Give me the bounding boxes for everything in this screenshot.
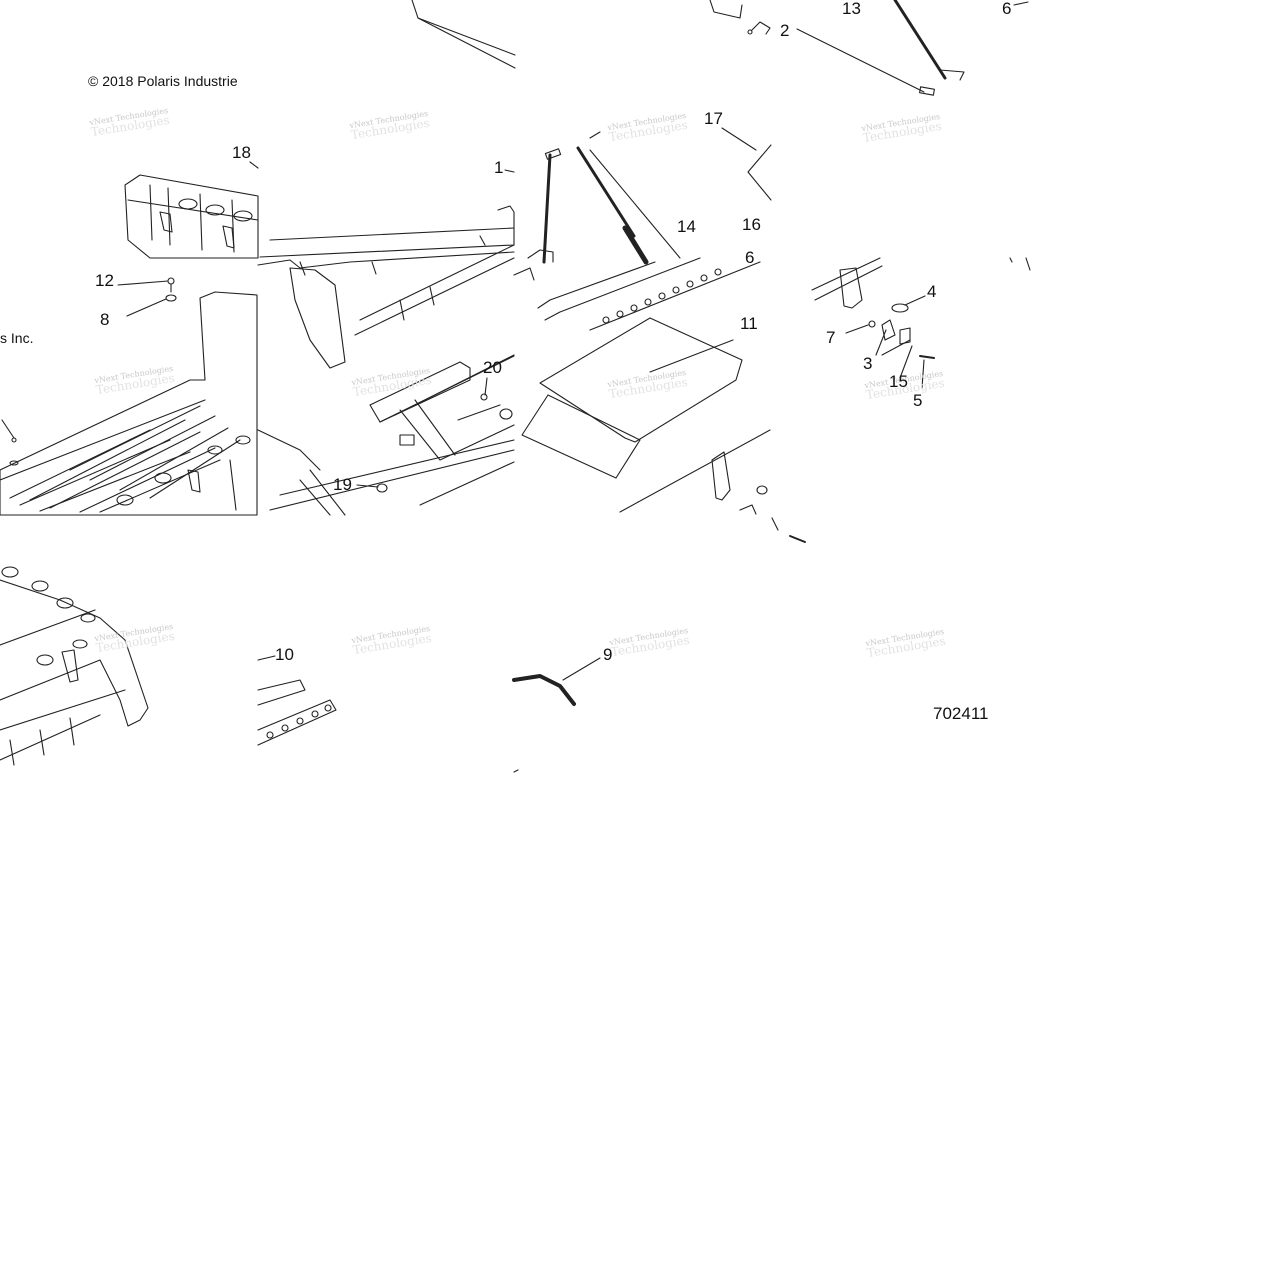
top-hinge-parts bbox=[709, 0, 1029, 96]
copyright-notice-fragment: s Inc. bbox=[0, 330, 34, 346]
callout-12: 12 bbox=[95, 271, 114, 290]
callout-18: 18 bbox=[232, 143, 251, 162]
cargo-box-floor-corner bbox=[257, 244, 515, 369]
bushing-3 bbox=[875, 319, 911, 356]
callout-15: 15 bbox=[889, 372, 908, 391]
hinge-bracket-right bbox=[811, 257, 1031, 309]
callout-20: 20 bbox=[483, 358, 502, 377]
frame-rails bbox=[257, 354, 515, 516]
handle-9 bbox=[512, 657, 601, 773]
cargo-box-side-rail bbox=[259, 169, 515, 258]
bracket-pin-left bbox=[527, 249, 554, 263]
nut-7 bbox=[845, 320, 876, 334]
callout-3: 3 bbox=[863, 354, 873, 373]
tailgate-corner-top bbox=[411, 0, 516, 69]
callout-17: 17 bbox=[704, 109, 723, 128]
drawing-number: 702411 bbox=[933, 704, 989, 723]
bed-liner bbox=[0, 291, 258, 516]
pin-4 bbox=[891, 295, 926, 313]
callout-16: 16 bbox=[742, 215, 761, 234]
hinge-mount-right bbox=[711, 451, 806, 543]
rail-bracket-10 bbox=[257, 655, 337, 746]
callout-13: 13 bbox=[842, 0, 861, 18]
callout-5: 5 bbox=[913, 391, 923, 410]
callout-9: 9 bbox=[603, 645, 613, 664]
fastener-12 bbox=[117, 277, 175, 293]
callout-8: 8 bbox=[100, 310, 110, 329]
callout-6-top: 6 bbox=[1002, 0, 1012, 18]
bumper-19 bbox=[356, 483, 388, 493]
callout-7: 7 bbox=[826, 328, 836, 347]
cargo-box-front-corner bbox=[0, 566, 149, 766]
callout-19: 19 bbox=[333, 475, 352, 494]
washer-8 bbox=[126, 294, 177, 317]
cargo-box-rear-wall bbox=[124, 174, 259, 259]
callout-2: 2 bbox=[780, 21, 790, 40]
bolt-left-edge bbox=[1, 419, 19, 466]
callout-14: 14 bbox=[677, 217, 696, 236]
gas-strut-14 bbox=[542, 131, 681, 265]
leader-18 bbox=[249, 161, 259, 169]
fastener-20 bbox=[480, 377, 488, 401]
callout-11: 11 bbox=[740, 314, 758, 333]
bolt-5-15 bbox=[899, 345, 935, 389]
callout-4: 4 bbox=[927, 282, 937, 301]
floor-panel-lower bbox=[513, 257, 771, 513]
callout-1: 1 bbox=[494, 158, 504, 177]
support-panel-17 bbox=[721, 127, 772, 201]
callout-10: 10 bbox=[275, 645, 294, 664]
floor-panel-11 bbox=[539, 317, 743, 443]
copyright-notice: © 2018 Polaris Industrie bbox=[88, 73, 238, 89]
callout-6: 6 bbox=[745, 248, 755, 267]
